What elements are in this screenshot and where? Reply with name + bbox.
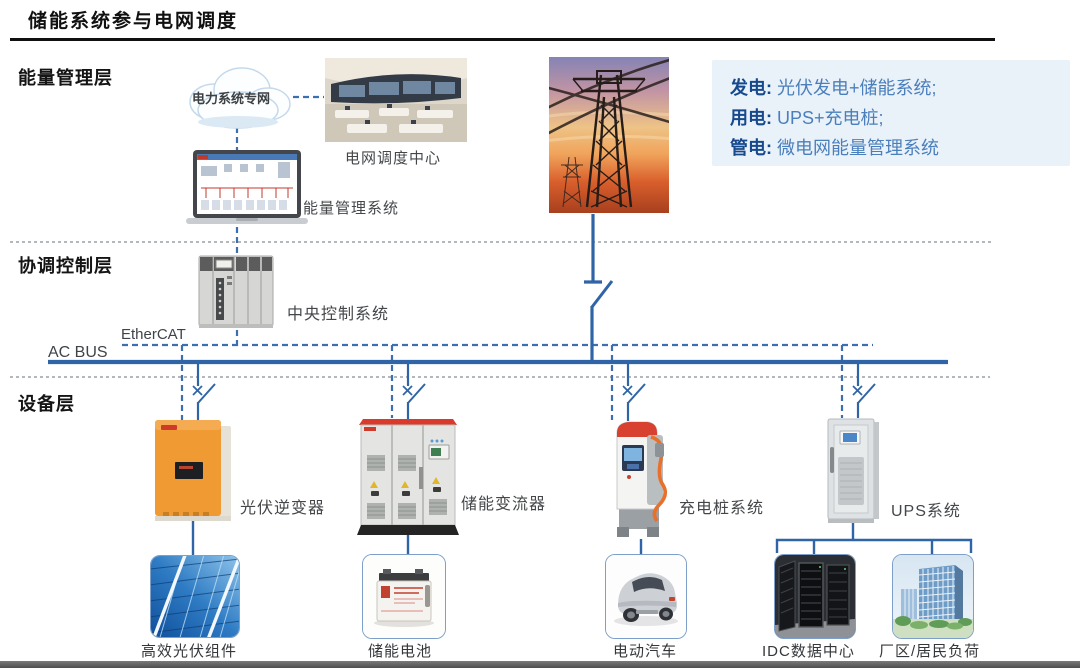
ev-image — [605, 554, 687, 639]
layer-label-device: 设备层 — [18, 394, 75, 414]
info-line-consumption: 用电: UPS+充电桩; — [730, 103, 1070, 133]
grid-switch-symbol — [584, 214, 614, 360]
charging-pile-label: 充电桩系统 — [679, 500, 765, 517]
page-title: 储能系统参与电网调度 — [28, 10, 239, 32]
central-control-plc — [198, 255, 274, 328]
summary-info-box: 发电: 光伏发电+储能系统; 用电: UPS+充电桩; 管电: 微电网能量管理系… — [712, 60, 1070, 166]
info-line-generation-text: 光伏发电+储能系统; — [777, 78, 937, 98]
info-line-management: 管电: 微电网能量管理系统 — [730, 133, 1070, 163]
pv-inverter-device — [155, 420, 231, 521]
load-label: 厂区/居民负荷 — [879, 643, 981, 660]
ups-label: UPS系统 — [891, 503, 961, 520]
power-network-cloud — [189, 67, 291, 129]
battery-label: 储能电池 — [368, 643, 433, 660]
battery-image — [362, 554, 446, 639]
info-line-consumption-text: UPS+充电桩; — [777, 108, 884, 128]
title-rule — [10, 38, 995, 41]
storage-converter-label: 储能变流器 — [461, 496, 547, 513]
storage-converter-device — [357, 419, 459, 535]
idc-image — [774, 554, 856, 639]
ac-bus-label: AC BUS — [48, 344, 108, 361]
central-control-label: 中央控制系统 — [287, 306, 390, 323]
dispatch-center-label: 电网调度中心 — [345, 150, 442, 167]
layer-label-energy-management: 能量管理层 — [18, 68, 113, 88]
pv-inverter-label: 光伏逆变器 — [240, 500, 326, 517]
info-line-management-text: 微电网能量管理系统 — [777, 138, 940, 158]
ems-laptop — [186, 150, 308, 224]
pv-module-image — [150, 555, 240, 638]
ethercat-label: EtherCAT — [121, 326, 186, 343]
info-line-management-label: 管电: — [730, 138, 772, 158]
dispatch-center-photo — [325, 58, 467, 142]
ev-label: 电动汽车 — [613, 643, 678, 660]
info-line-generation: 发电: 光伏发电+储能系统; — [730, 73, 1070, 103]
info-line-consumption-label: 用电: — [730, 108, 772, 128]
device-breakers — [192, 364, 876, 421]
load-building-image — [892, 554, 974, 639]
cloud-label: 电力系统专网 — [192, 91, 271, 106]
device-load-links — [191, 521, 973, 557]
ems-label: 能量管理系统 — [303, 200, 400, 217]
transmission-tower-photo — [549, 57, 669, 213]
bottom-rule — [0, 661, 1080, 668]
info-line-generation-label: 发电: — [730, 78, 772, 98]
idc-label: IDC数据中心 — [762, 643, 855, 660]
charging-pile-device — [616, 421, 668, 537]
pv-module-label: 高效光伏组件 — [141, 643, 238, 660]
layer-label-coordination-control: 协调控制层 — [18, 256, 113, 276]
ups-device — [827, 418, 879, 523]
